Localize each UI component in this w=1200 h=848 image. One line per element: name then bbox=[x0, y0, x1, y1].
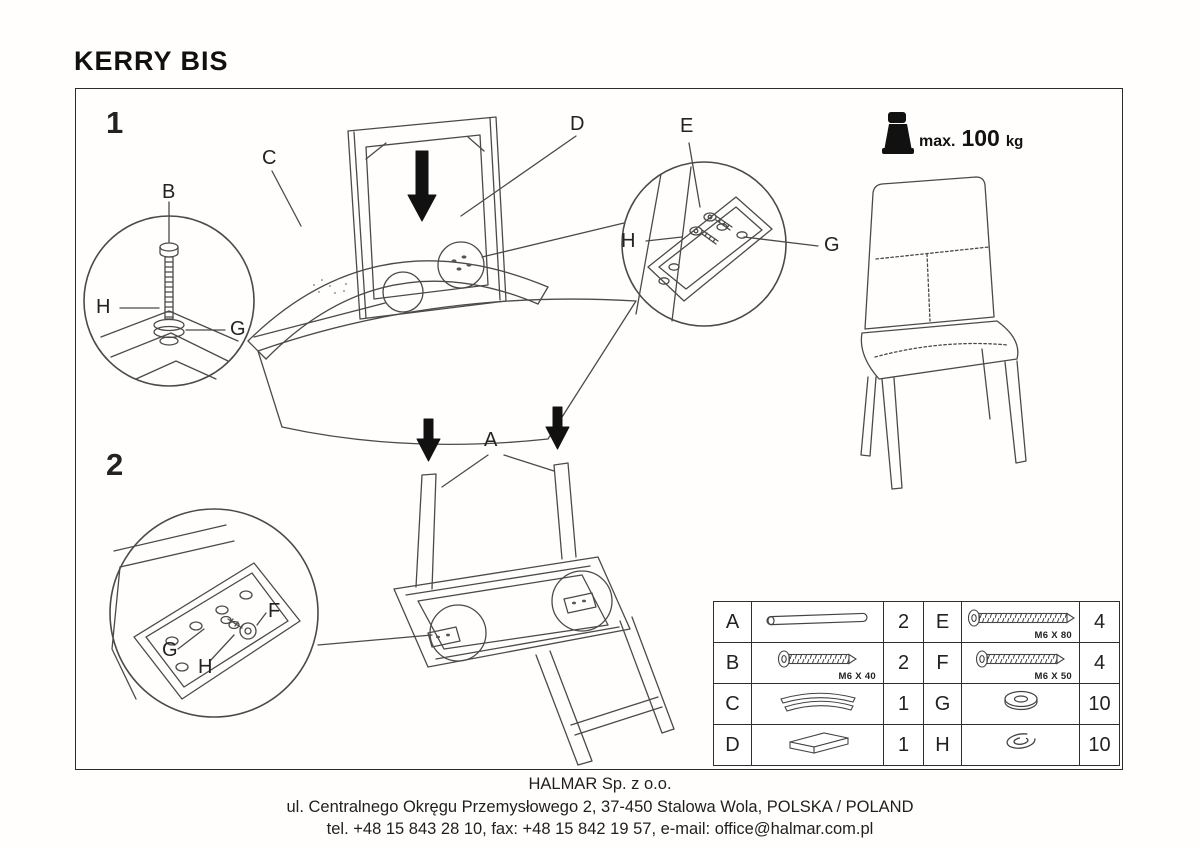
part-icon-cell bbox=[751, 601, 884, 643]
leader-c bbox=[271, 170, 302, 227]
screws-e-drawing bbox=[689, 212, 733, 245]
parts-row-c-g: C 1 G 10 bbox=[713, 683, 1120, 725]
leader-magnifier2 bbox=[317, 634, 433, 646]
footer-company: HALMAR Sp. z o.o. bbox=[528, 775, 672, 793]
part-qty-cell: 2 bbox=[883, 642, 924, 684]
step2-magnifier bbox=[109, 508, 319, 718]
step1-right-magnifier bbox=[621, 142, 819, 327]
part-letter-cell: C bbox=[713, 683, 752, 725]
weight-unit: kg bbox=[1005, 133, 1024, 150]
part-letter-cell: G bbox=[923, 683, 962, 725]
weight-value: 100 bbox=[961, 125, 1000, 151]
parts-row-a-e: A 2 E M6 X 80 bbox=[713, 601, 1120, 643]
part-icon-cell: M6 X 80 bbox=[961, 601, 1080, 643]
step2-diagram bbox=[317, 406, 675, 766]
spring-washer-icon bbox=[1005, 733, 1036, 749]
leader-h2 bbox=[209, 634, 235, 662]
leader-f bbox=[256, 612, 267, 626]
instruction-frame: 1 2 B C D E H G H G A F G H max. 100 kg … bbox=[75, 88, 1123, 770]
dowel-icon bbox=[765, 612, 868, 626]
press-arrow-left-icon bbox=[416, 418, 441, 462]
callout-h-right: H bbox=[621, 230, 636, 252]
weight-icon bbox=[882, 112, 914, 154]
screw-f-drawing bbox=[220, 615, 257, 640]
bolt-m6x50-icon bbox=[975, 650, 1065, 668]
part-icon-cell bbox=[961, 683, 1080, 725]
footer: HALMAR Sp. z o.o. ul. Centralnego Okręgu… bbox=[0, 773, 1200, 841]
parts-row-b-f: B M6 X 40 2 F bbox=[713, 642, 1120, 684]
bracket-dots-left bbox=[436, 633, 450, 639]
leader-a bbox=[441, 454, 555, 488]
part-letter-cell: E bbox=[923, 601, 962, 643]
part-icon-cell bbox=[751, 683, 884, 725]
bolt-size-label: M6 X 40 bbox=[838, 671, 876, 682]
part-icon-cell: M6 X 40 bbox=[751, 642, 884, 684]
callout-b: B bbox=[162, 181, 176, 203]
leader-e bbox=[688, 142, 701, 208]
part-qty-cell: 10 bbox=[1079, 683, 1120, 725]
part-qty-cell: 10 bbox=[1079, 724, 1120, 766]
step1-left-magnifier bbox=[83, 201, 255, 387]
part-letter-cell: H bbox=[923, 724, 962, 766]
step-2-number: 2 bbox=[106, 447, 124, 482]
leader-g-right bbox=[743, 236, 819, 247]
chair-drawing bbox=[860, 176, 1027, 490]
press-arrow-right-icon bbox=[545, 406, 570, 450]
part-letter-cell: A bbox=[713, 601, 752, 643]
seat-cushion-icon bbox=[788, 732, 849, 754]
callout-h2: H bbox=[198, 656, 213, 678]
bolt-m6x40-icon bbox=[777, 650, 857, 668]
callout-g-right: G bbox=[824, 234, 840, 256]
part-icon-cell bbox=[961, 724, 1080, 766]
leader-d bbox=[460, 135, 577, 217]
part-icon-cell: M6 X 50 bbox=[961, 642, 1080, 684]
bolt-size-label: M6 X 50 bbox=[1034, 671, 1072, 682]
part-letter-cell: B bbox=[713, 642, 752, 684]
callout-c: C bbox=[262, 147, 277, 169]
leader-g2 bbox=[177, 628, 205, 650]
step1-diagram bbox=[247, 116, 637, 446]
curved-slats-icon bbox=[779, 692, 856, 712]
part-icon-cell bbox=[751, 724, 884, 766]
bracket-dots bbox=[451, 255, 472, 271]
callout-f: F bbox=[268, 600, 281, 622]
callout-h-left: H bbox=[96, 296, 111, 318]
parts-row-d-h: D 1 H 10 bbox=[713, 724, 1120, 766]
press-arrow-icon bbox=[407, 150, 437, 222]
washer-icon bbox=[1003, 690, 1038, 711]
part-letter-cell: D bbox=[713, 724, 752, 766]
part-qty-cell: 4 bbox=[1079, 642, 1120, 684]
page-title: KERRY BIS bbox=[74, 46, 229, 76]
part-qty-cell: 2 bbox=[883, 601, 924, 643]
part-letter-cell: F bbox=[923, 642, 962, 684]
callout-a: A bbox=[484, 429, 498, 451]
part-qty-cell: 1 bbox=[883, 724, 924, 766]
callout-d: D bbox=[570, 113, 585, 135]
callout-g-left: G bbox=[230, 318, 246, 340]
assembly-line-art bbox=[83, 112, 1027, 766]
step-1-number: 1 bbox=[106, 105, 124, 140]
part-qty-cell: 4 bbox=[1079, 601, 1120, 643]
parts-table: A 2 E M6 X 80 bbox=[713, 601, 1120, 766]
backrest-frame-drawing bbox=[347, 116, 507, 320]
part-qty-cell: 1 bbox=[883, 683, 924, 725]
leader-h-right bbox=[645, 236, 683, 242]
bracket-dots-right bbox=[572, 599, 586, 605]
callout-e: E bbox=[680, 115, 694, 137]
weight-limit: max. 100 kg bbox=[919, 125, 1023, 152]
slat-texture-dots bbox=[313, 278, 347, 294]
footer-contact: tel. +48 15 843 28 10, fax: +48 15 842 1… bbox=[326, 820, 874, 838]
bolt-assembly-drawing bbox=[153, 242, 185, 346]
weight-max-label: max. bbox=[919, 133, 956, 150]
bolt-m6x80-icon bbox=[967, 609, 1075, 627]
footer-address: ul. Centralnego Okręgu Przemysłowego 2, … bbox=[286, 797, 914, 816]
callout-g2: G bbox=[162, 639, 178, 661]
bolt-size-label: M6 X 80 bbox=[1034, 630, 1072, 641]
